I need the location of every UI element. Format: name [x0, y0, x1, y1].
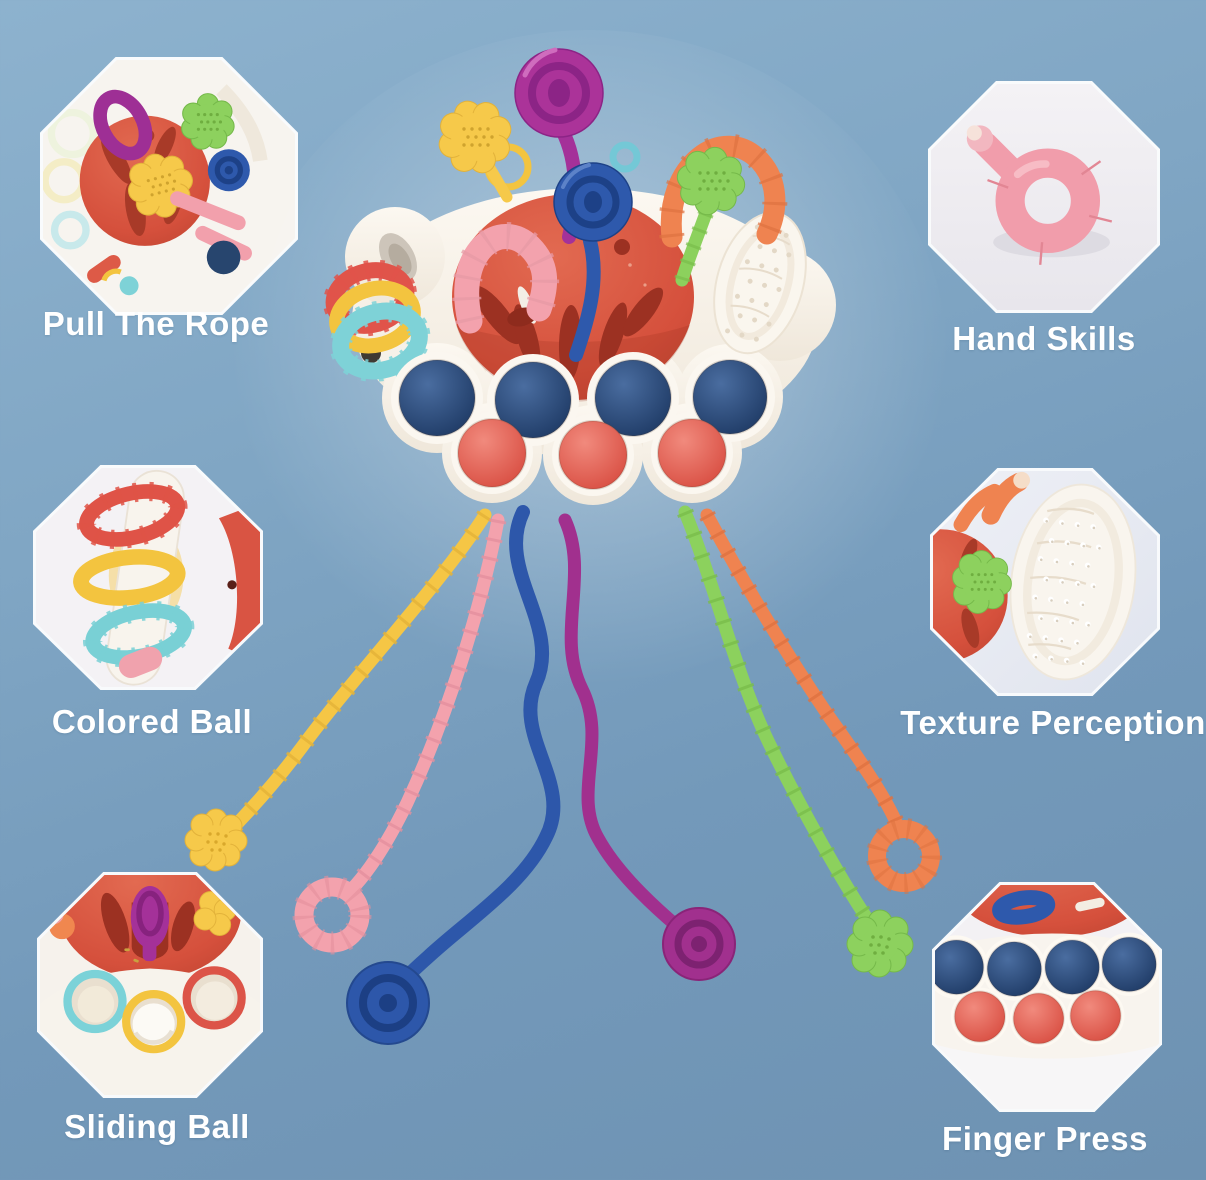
pull-string-orange	[699, 508, 942, 894]
navy-bubble-closeup	[206, 240, 241, 275]
pop-bubbles	[391, 352, 775, 496]
callout-texture-perception	[930, 468, 1160, 696]
small-teal-loop	[609, 141, 641, 173]
pull-strings	[184, 505, 942, 1045]
pull-string-purple	[558, 513, 736, 981]
slide-rings	[63, 966, 246, 1054]
finger-press-image	[935, 885, 1159, 1109]
feature-label-texture-perception: Texture Perception	[900, 704, 1206, 741]
green-flower-knob	[674, 146, 746, 287]
navy-bubble	[594, 359, 672, 437]
feature-label-finger-press: Finger Press	[942, 1120, 1148, 1157]
pop-bubbles-closeup	[935, 932, 1159, 1048]
purple-spiral-end	[662, 907, 736, 981]
blue-spiral-end	[346, 961, 430, 1045]
colored-ball-image	[36, 468, 260, 687]
navy-bubble	[398, 359, 476, 437]
pull-string-green	[677, 505, 914, 978]
sliding-ball-image	[40, 875, 260, 1095]
navy-bubble	[494, 361, 572, 439]
green-flower-edge	[952, 550, 1012, 614]
stacked-rings	[323, 259, 431, 382]
green-flower-end	[846, 909, 914, 978]
feature-label-colored-ball: Colored Ball	[51, 703, 253, 740]
coral-bubble	[657, 418, 727, 488]
yellow-flower-corner	[193, 891, 237, 936]
pink-arch-knob	[452, 222, 560, 334]
callout-sliding-ball	[37, 872, 263, 1098]
toy-photo	[184, 30, 950, 1045]
texture-pad-closeup	[1009, 483, 1137, 681]
callout-hand-skills	[928, 81, 1160, 313]
hand-skills-image	[931, 84, 1157, 310]
green-flower-closeup	[181, 93, 235, 150]
yellow-flower-knob	[438, 100, 513, 203]
red-panel	[218, 502, 260, 664]
blue-ring-closeup	[992, 890, 1056, 925]
callout-colored-ball	[33, 465, 263, 690]
pull-string-yellow	[184, 508, 493, 872]
purple-knob-top	[130, 886, 170, 962]
feature-label-hand-skills: Hand Skills	[952, 320, 1136, 357]
callout-pull-the-rope	[40, 57, 298, 315]
orange-arch-knob	[658, 133, 788, 248]
orange-knob-edge	[953, 471, 1031, 533]
pull-the-rope-image	[43, 60, 295, 312]
yellow-ball-ring	[73, 549, 186, 606]
yellow-flower-end	[184, 808, 248, 872]
top-knobs	[438, 47, 788, 362]
texture-pad	[713, 211, 807, 355]
coral-bubble	[558, 420, 628, 490]
pull-string-pink	[292, 513, 507, 955]
blue-spiral-knob	[553, 162, 633, 362]
navy-bubble	[692, 359, 768, 435]
coral-bubble	[457, 418, 527, 488]
purple-ring-closeup	[93, 89, 153, 161]
texture-perception-image	[933, 471, 1157, 693]
callout-finger-press	[932, 882, 1162, 1112]
feature-label-sliding-ball: Sliding Ball	[64, 1108, 250, 1145]
pull-string-blue	[346, 505, 561, 1045]
pink-ring-closeup	[966, 125, 1113, 265]
